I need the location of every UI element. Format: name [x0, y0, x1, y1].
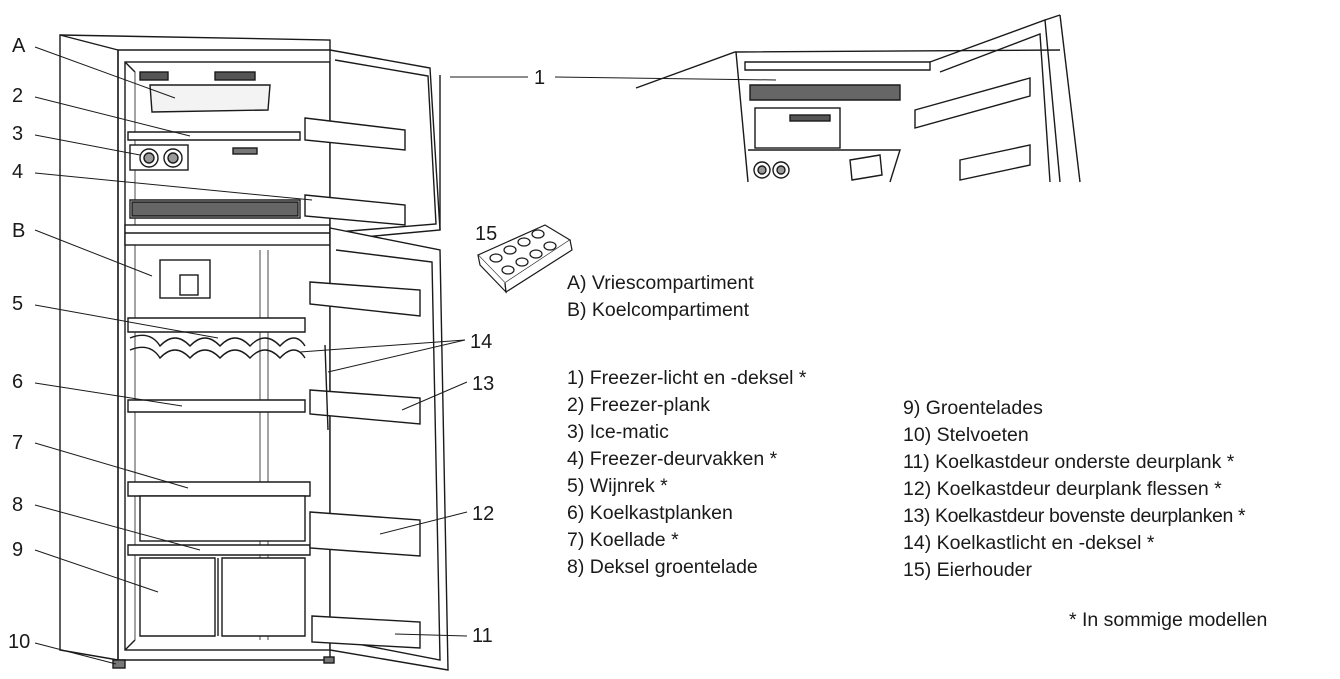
callout-7: 7	[12, 432, 23, 454]
legend-item-1: 1) Freezer-licht en -deksel *	[567, 367, 807, 389]
parts-legend-right: 9) Groentelades 10) Stelvoeten 11) Koelk…	[903, 395, 1246, 584]
leader-12	[379, 511, 468, 535]
leader-14a	[299, 339, 466, 353]
parts-legend-left: 1) Freezer-licht en -deksel * 2) Freezer…	[567, 365, 807, 581]
leader-4	[34, 172, 313, 201]
callout-4: 4	[12, 161, 23, 183]
callout-B: B	[12, 220, 25, 242]
callout-6: 6	[12, 371, 23, 393]
fridge-body	[59, 34, 335, 669]
compartment-legend: A) Vriescompartiment B) Koelcompartiment	[567, 270, 754, 324]
callout-9: 9	[12, 539, 23, 561]
leader-3	[34, 134, 141, 156]
leader-14b	[327, 339, 466, 373]
leader-7	[34, 442, 189, 489]
legend-item-3: 3) Ice-matic	[567, 421, 669, 443]
callout-11: 11	[472, 625, 493, 647]
callout-3: 3	[12, 123, 23, 145]
legend-item-9: 9) Groentelades	[903, 397, 1043, 419]
legend-item-7: 7) Koellade *	[567, 529, 679, 551]
callout-1: 1	[534, 67, 545, 89]
legend-item-A: A) Vriescompartiment	[567, 272, 754, 294]
callout-15: 15	[475, 223, 497, 245]
leader-1-inset	[554, 76, 777, 81]
legend-item-5: 5) Wijnrek *	[567, 475, 668, 497]
freezer-door	[304, 49, 441, 241]
legend-item-10: 10) Stelvoeten	[903, 424, 1029, 446]
legend-item-15: 15) Eierhouder	[903, 559, 1032, 581]
legend-item-13: 13) Koelkastdeur bovenste deurplanken *	[903, 505, 1246, 527]
callout-labels: A 2 3 4 B 5 6 7 8 9 10 1 15 14 13 12 11	[8, 35, 545, 653]
leader-A	[34, 46, 176, 99]
legend-item-6: 6) Koelkastplanken	[567, 502, 733, 524]
legend-item-14: 14) Koelkastlicht en -deksel *	[903, 532, 1155, 554]
callout-10: 10	[8, 631, 30, 653]
freezer-detail-inset	[635, 14, 1081, 183]
legend-item-12: 12) Koelkastdeur deurplank flessen *	[903, 478, 1222, 500]
callout-2: 2	[12, 85, 23, 107]
callout-12: 12	[472, 503, 494, 525]
legend-item-2: 2) Freezer-plank	[567, 394, 711, 416]
egg-holder-illustration	[476, 224, 573, 294]
fridge-door	[309, 227, 449, 671]
callout-13: 13	[472, 373, 494, 395]
leader-B	[34, 229, 153, 277]
leader-2	[34, 96, 191, 137]
leader-5	[34, 304, 219, 339]
legend-item-11: 11) Koelkastdeur onderste deurplank *	[903, 451, 1235, 473]
footnote: * In sommige modellen	[1069, 609, 1268, 631]
leader-11	[394, 633, 468, 637]
leader-lines	[34, 46, 777, 665]
callout-A: A	[12, 35, 26, 57]
leader-13	[401, 381, 468, 411]
leader-10	[34, 642, 117, 665]
callout-14: 14	[470, 331, 492, 353]
legend-item-4: 4) Freezer-deurvakken *	[567, 448, 778, 470]
leader-6	[34, 382, 183, 407]
callout-8: 8	[12, 494, 23, 516]
leader-8	[34, 504, 201, 551]
leader-9	[34, 549, 159, 593]
legend-item-8: 8) Deksel groentelade	[567, 556, 758, 578]
legend-item-B: B) Koelcompartiment	[567, 299, 750, 321]
callout-5: 5	[12, 293, 23, 315]
